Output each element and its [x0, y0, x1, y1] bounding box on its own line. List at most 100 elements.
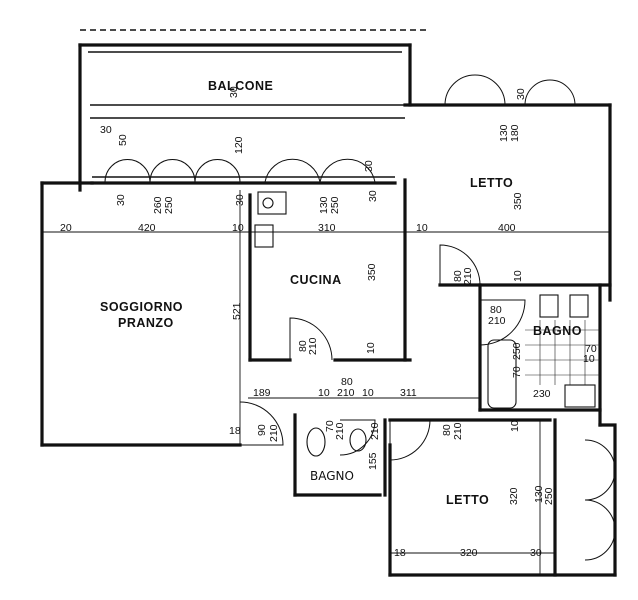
bedroom-top-door-swing — [439, 244, 481, 286]
dim-label: 80 — [297, 340, 309, 352]
stove — [254, 224, 274, 248]
dim-label: 30 — [100, 124, 112, 136]
dim-label: 70 — [585, 343, 597, 355]
small-bath-wc — [306, 427, 326, 457]
dim-label: 310 — [318, 222, 336, 234]
dim-label: 30 — [228, 86, 240, 98]
dim-label: 210 — [488, 315, 506, 327]
dim-label: 260 — [152, 196, 164, 214]
dim-label: 18 — [394, 547, 406, 559]
window-arc-2 — [149, 159, 196, 183]
dim-label: 30 — [515, 88, 527, 100]
dim-label: 210 — [334, 422, 346, 440]
dim-label: 155 — [367, 452, 379, 470]
bidet — [569, 294, 589, 318]
dim-label: 130 — [318, 196, 330, 214]
dimension-labels: 30 30 50 120 30 130 180 30 30 260 250 30… — [60, 86, 597, 559]
dim-label: 250 — [329, 196, 341, 214]
dim-label: 320 — [460, 547, 478, 559]
dim-label: 130 — [498, 124, 510, 142]
small-bath-basin — [349, 428, 367, 452]
room-labels: BALCONE LETTO CUCINA SOGGIORNO PRANZO BA… — [100, 79, 582, 507]
dim-label: 250 — [543, 487, 555, 505]
doors — [104, 74, 616, 561]
dimension-lines — [42, 190, 610, 575]
dim-label: 230 — [533, 388, 551, 400]
washbasin — [539, 294, 559, 318]
dim-label: 30 — [234, 194, 246, 206]
room-label-soggiorno: SOGGIORNO — [100, 300, 183, 314]
dim-label: 50 — [117, 134, 129, 146]
dim-label: 521 — [231, 302, 243, 320]
bottom-window-arc-2 — [584, 499, 616, 561]
dim-label: 70 — [324, 420, 336, 432]
dim-label: 420 — [138, 222, 156, 234]
dim-label: 250 — [163, 196, 175, 214]
dim-label: 210 — [462, 267, 474, 285]
dim-label: 189 — [253, 387, 271, 399]
dim-label: 210 — [337, 387, 355, 399]
dim-label: 10 — [365, 342, 377, 354]
room-label-cucina: CUCINA — [290, 273, 342, 287]
room-label-bagno-small: BAGNO — [310, 469, 354, 483]
room-label-pranzo: PRANZO — [118, 316, 174, 330]
dim-label: 10 — [583, 353, 595, 365]
dim-label: 120 — [233, 136, 245, 154]
dim-label: 350 — [512, 192, 524, 210]
room-label-letto-bottom: LETTO — [446, 493, 489, 507]
dim-label: 80 — [452, 270, 464, 282]
dim-label: 20 — [60, 222, 72, 234]
dim-label: 400 — [498, 222, 516, 234]
fixtures — [254, 191, 596, 457]
dim-label: 10 — [362, 387, 374, 399]
dim-label: 30 — [363, 160, 375, 172]
dim-label: 10 — [416, 222, 428, 234]
bottom-window-arc-1 — [584, 439, 616, 501]
living-door-swing — [239, 401, 284, 446]
dim-label: 320 — [508, 487, 520, 505]
dim-label: 311 — [400, 387, 417, 399]
kitchen-door-swing — [289, 317, 333, 361]
window-arc-3 — [194, 159, 241, 183]
dim-label: 180 — [509, 124, 521, 142]
dim-label: 80 — [341, 376, 353, 388]
room-label-balcone: BALCONE — [208, 79, 273, 93]
room-label-bagno-main: BAGNO — [533, 324, 582, 338]
window-arc-4 — [264, 158, 321, 183]
bath-tiles — [525, 320, 600, 385]
window-arc-1 — [104, 159, 151, 183]
dim-label: 18 — [229, 425, 241, 437]
dim-label: 70 — [511, 366, 523, 378]
bedroom-bottom-door-swing — [389, 419, 431, 461]
dim-label: 10 — [509, 420, 521, 432]
room-label-letto-top: LETTO — [470, 176, 513, 190]
dim-label: 30 — [530, 547, 542, 559]
dim-label: 80 — [490, 304, 502, 316]
window-arc-bedroom-2 — [524, 79, 576, 106]
walls — [40, 29, 617, 577]
dim-label: 10 — [318, 387, 330, 399]
dim-label: 10 — [232, 222, 244, 234]
wc — [564, 384, 596, 408]
dim-label: 210 — [369, 422, 381, 440]
dim-label: 80 — [441, 424, 453, 436]
dim-label: 210 — [307, 337, 319, 355]
dim-label: 30 — [115, 194, 127, 206]
dim-label: 30 — [367, 190, 379, 202]
window-arc-5 — [319, 158, 376, 183]
dim-label: 90 — [256, 424, 268, 436]
bath-door-swing — [479, 299, 526, 346]
sink-drain — [262, 197, 274, 209]
bottom-balcony-wall — [598, 423, 617, 577]
dim-label: 250 — [511, 342, 523, 360]
dim-label: 210 — [268, 424, 280, 442]
kitchen-sink — [257, 191, 287, 215]
dim-label: 210 — [452, 422, 464, 440]
window-arc-bedroom-1 — [444, 74, 506, 106]
dim-label: 350 — [366, 263, 378, 281]
dim-label: 130 — [533, 485, 545, 503]
bathtub — [487, 339, 517, 409]
dim-label: 10 — [512, 270, 524, 282]
